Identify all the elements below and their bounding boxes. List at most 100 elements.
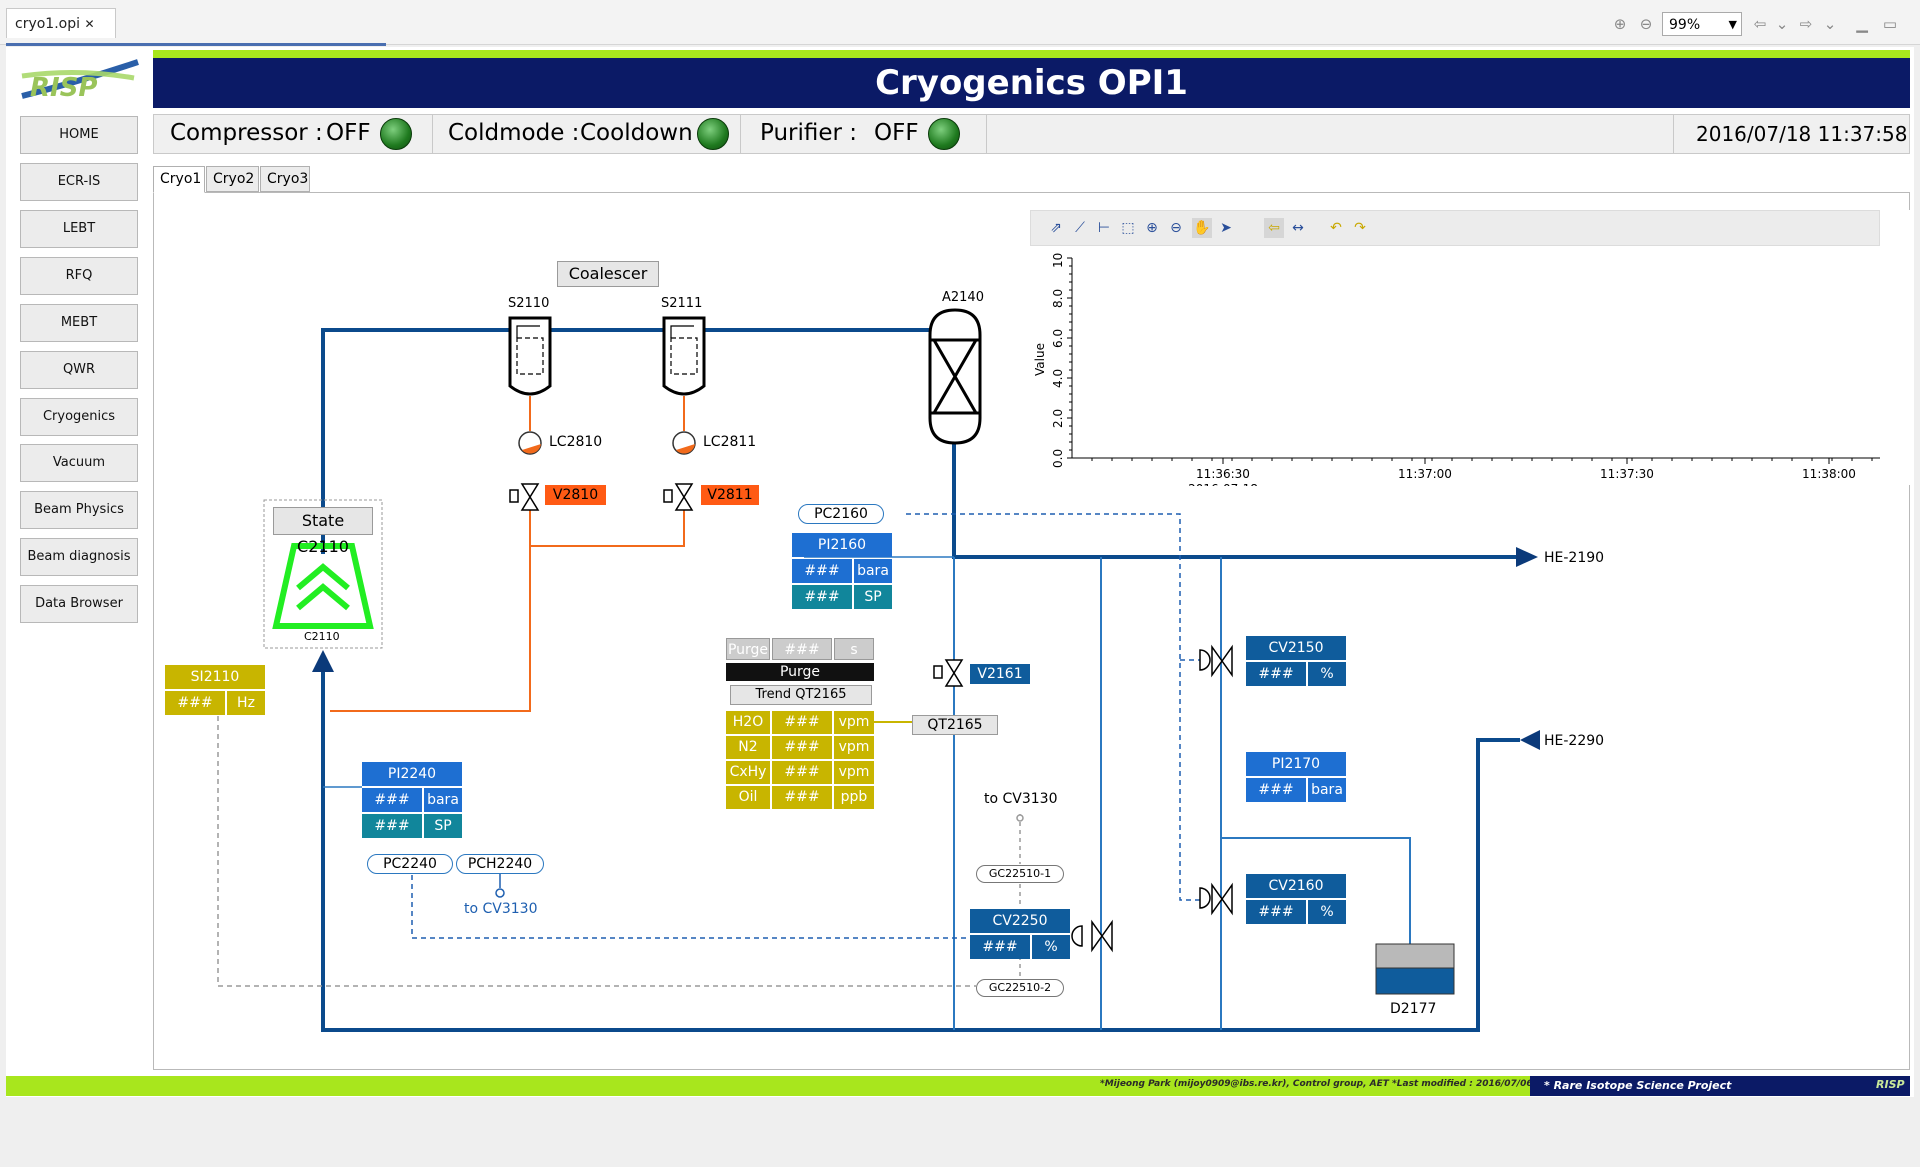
divider (1673, 114, 1674, 154)
pi2160-name: PI2160 (792, 533, 892, 557)
he2290-label: HE-2290 (1544, 733, 1605, 749)
sidebar-item-rfq[interactable]: RFQ (20, 257, 138, 295)
zoom-in-icon[interactable]: ⊕ (1613, 15, 1627, 33)
pi2160-unit: bara (854, 559, 892, 583)
footer-project-bar (1530, 1076, 1910, 1096)
y-axis-label: Value (1033, 343, 1047, 376)
stack-icon[interactable]: ⇦ (1264, 218, 1284, 238)
sidebar-item-ecr-is[interactable]: ECR-IS (20, 163, 138, 201)
coldmode-value: Cooldown (580, 120, 693, 146)
a2140-label: A2140 (942, 290, 984, 305)
gas-cxhy-value: ### (772, 761, 832, 784)
time-axis-icon[interactable]: ↔ (1292, 220, 1304, 236)
sidebar-item-beam-diagnosis[interactable]: Beam diagnosis (20, 538, 138, 576)
zoom-combo[interactable]: 99%▼ (1662, 12, 1742, 36)
x-tick-label: 11:36:30 (1196, 467, 1250, 481)
lc2810-label[interactable]: LC2810 (549, 434, 603, 450)
purifier-value: OFF (874, 120, 919, 146)
gc22510-2-tag[interactable]: GC22510-2 (976, 979, 1064, 997)
tab-cryo2[interactable]: Cryo2 (206, 166, 259, 192)
v2810-button[interactable]: V2810 (545, 485, 606, 505)
lc2811-label[interactable]: LC2811 (703, 434, 757, 450)
coalescer-button[interactable]: Coalescer (557, 261, 659, 287)
undo-icon[interactable]: ↶ (1330, 220, 1342, 236)
pan-icon[interactable]: ✋ (1192, 218, 1212, 238)
cv2250-value: ### (970, 935, 1030, 959)
pointer-icon[interactable]: ➤ (1220, 220, 1232, 236)
forward-icon[interactable]: ⇨ (1799, 15, 1813, 33)
pi2240-name: PI2240 (362, 762, 462, 786)
pi2240-sp: SP (424, 814, 462, 838)
redo-icon[interactable]: ↷ (1354, 220, 1366, 236)
back-icon[interactable]: ⇦ (1753, 15, 1767, 33)
zoom-out-icon[interactable]: ⊖ (1170, 220, 1182, 236)
purifier-led (928, 118, 960, 150)
gas-h2o-unit: vpm (834, 711, 874, 734)
svg-text:RISP: RISP (30, 73, 97, 103)
zoom-out-icon[interactable]: ⊖ (1639, 15, 1653, 33)
sidebar-item-qwr[interactable]: QWR (20, 351, 138, 389)
close-icon[interactable]: ✕ (84, 17, 95, 31)
gas-n2-value: ### (772, 736, 832, 759)
si2110-name: SI2110 (165, 665, 265, 689)
pc2240-tag[interactable]: PC2240 (367, 854, 453, 874)
purge-head-2: ### (772, 638, 832, 660)
sidebar-item-lebt[interactable]: LEBT (20, 210, 138, 248)
gas-cxhy-unit: vpm (834, 761, 874, 784)
state-c2110-button[interactable]: State C2110 (273, 507, 373, 556)
arrow-he2290 (1520, 730, 1540, 750)
tab-cryo3[interactable]: Cryo3 (260, 166, 310, 192)
forward-menu-icon[interactable]: ⌄ (1823, 15, 1837, 33)
sidebar-item-beam-physics[interactable]: Beam Physics (20, 491, 138, 529)
gas-h2o-name: H2O (726, 711, 770, 734)
editor-tab[interactable]: cryo1.opi ✕ (6, 8, 116, 38)
s2111-label: S2111 (661, 296, 703, 311)
divider (740, 114, 741, 154)
x-tick-label: 11:38:00 (1802, 467, 1856, 481)
tab-cryo1[interactable]: Cryo1 (153, 166, 205, 193)
to-cv3130-link-a[interactable]: to CV3130 (464, 901, 538, 917)
editor-tab-bar (0, 0, 1920, 45)
tab-underline (6, 43, 386, 46)
gas-h2o-value: ### (772, 711, 832, 734)
sidebar-item-vacuum[interactable]: Vacuum (20, 444, 138, 482)
purge-head-1: Purge (726, 638, 770, 660)
minimize-icon[interactable]: ▁ (1856, 15, 1868, 33)
x-tick-label: 11:37:00 (1398, 467, 1452, 481)
sidebar-item-mebt[interactable]: MEBT (20, 304, 138, 342)
risp-logo: RISP (18, 52, 142, 108)
footer (6, 1076, 1910, 1096)
to-cv3130-link-b[interactable]: to CV3130 (984, 791, 1058, 807)
axis-scale-icon[interactable]: ⇗ (1050, 220, 1062, 236)
pi2240-sp-value: ### (362, 814, 422, 838)
qt2165-tag[interactable]: QT2165 (912, 715, 998, 735)
pi2160-sp-value: ### (792, 585, 852, 609)
zoom-in-icon[interactable]: ⊕ (1146, 220, 1158, 236)
v2161-button[interactable]: V2161 (970, 664, 1030, 684)
coldmode-led (697, 118, 729, 150)
sidebar-item-data-browser[interactable]: Data Browser (20, 585, 138, 623)
gas-n2-name: N2 (726, 736, 770, 759)
editor-tab-label: cryo1.opi (15, 16, 81, 32)
sidebar-item-home[interactable]: HOME (20, 116, 138, 154)
pch2240-tag[interactable]: PCH2240 (456, 854, 544, 874)
d2177-label: D2177 (1390, 1001, 1437, 1017)
purge-button[interactable]: Purge (726, 663, 874, 681)
rubberband-zoom-icon[interactable]: ⬚ (1121, 220, 1135, 236)
sidebar-item-cryogenics[interactable]: Cryogenics (20, 398, 138, 436)
status-bar (153, 114, 1910, 154)
back-menu-icon[interactable]: ⌄ (1775, 15, 1789, 33)
gas-oil-unit: ppb (834, 786, 874, 809)
trend-qt2165-button[interactable]: Trend QT2165 (730, 685, 872, 705)
arrow-he2190 (1516, 547, 1538, 567)
v2811-button[interactable]: V2811 (701, 485, 759, 505)
chevron-down-icon[interactable]: ▼ (1728, 18, 1737, 31)
pc2160-tag[interactable]: PC2160 (798, 504, 884, 524)
axis-line-icon[interactable]: ⊢ (1097, 220, 1111, 236)
pi2240-unit: bara (424, 788, 462, 812)
gc22510-1-tag[interactable]: GC22510-1 (976, 865, 1064, 883)
pi2240-value: ### (362, 788, 422, 812)
maximize-icon[interactable]: ▭ (1882, 15, 1898, 33)
autoscale-icon[interactable]: ⟋ (1075, 220, 1085, 236)
